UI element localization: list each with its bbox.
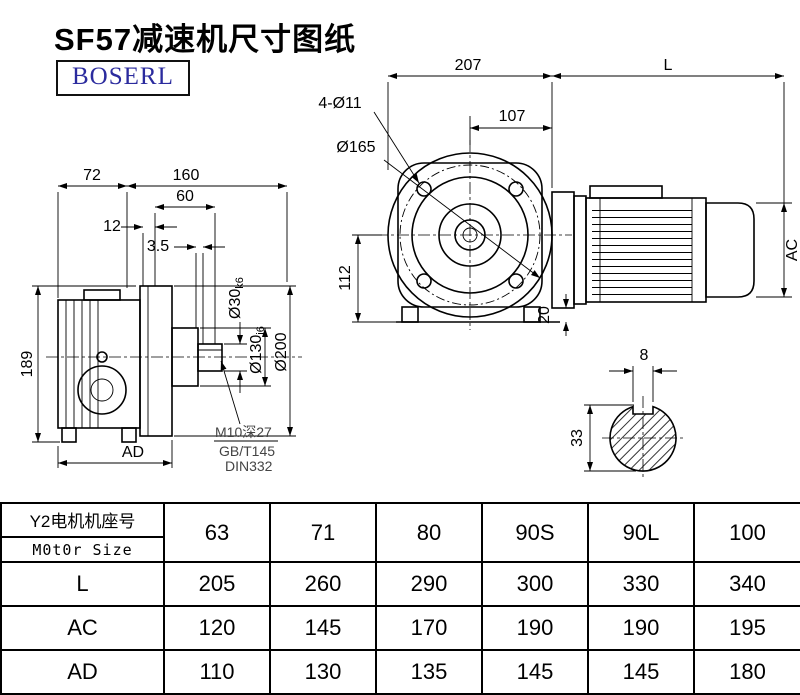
- table-cell: 145: [269, 605, 377, 651]
- dim-160: 160: [173, 167, 200, 184]
- table-cell: 190: [587, 605, 695, 651]
- standard-note-din: DIN332: [225, 458, 273, 474]
- dim-flange-diameter: Ø200: [273, 332, 290, 371]
- dimension-drawing: 72 160 60 12 3.5 189: [19, 57, 800, 480]
- left-side-view: 72 160 60 12 3.5 189: [19, 167, 302, 474]
- dim-33: 33: [569, 429, 586, 447]
- table-cell: 120: [163, 605, 271, 651]
- header-english: M0t0r Size: [32, 541, 133, 559]
- row-label: L: [0, 561, 165, 607]
- dim-shaft-diameter: Ø30k6: [227, 277, 246, 319]
- table-cell: 300: [481, 561, 589, 607]
- tap-note: M10深27: [215, 424, 272, 440]
- header-chinese: Y2电机机座号: [2, 504, 163, 538]
- table-cell-size: 90L: [587, 502, 695, 563]
- front-view: 207 L 107 4-Ø11 Ø165 112 AC: [318, 57, 800, 336]
- dim-3-5: 3.5: [147, 238, 169, 255]
- table-cell: 130: [269, 649, 377, 695]
- dim-hub-diameter: Ø130j6: [248, 326, 267, 374]
- page-title: SF57减速机尺寸图纸: [54, 22, 357, 57]
- dim-112: 112: [337, 265, 354, 291]
- table-row-ad: AD 110 130 135 145 145 180: [0, 649, 800, 695]
- table-cell: 190: [481, 605, 589, 651]
- brand-logo-text: BOSERL: [72, 63, 174, 90]
- table-cell: 260: [269, 561, 377, 607]
- dim-12: 12: [103, 218, 121, 235]
- holes-note: 4-Ø11: [318, 95, 361, 112]
- table-cell: 170: [375, 605, 483, 651]
- dim-207: 207: [455, 57, 482, 74]
- table-cell-size: 100: [693, 502, 800, 563]
- motor-size-header-cell: Y2电机机座号 M0t0r Size: [0, 502, 165, 563]
- table-cell: 145: [481, 649, 589, 695]
- table-cell: 205: [163, 561, 271, 607]
- table-cell: 340: [693, 561, 800, 607]
- table-cell: 180: [693, 649, 800, 695]
- dim-l: L: [664, 57, 673, 74]
- dia-hub-tolerance: j6: [255, 326, 267, 336]
- dim-ac: AC: [784, 239, 800, 261]
- dim-8: 8: [640, 347, 649, 364]
- dia-shaft-tolerance: k6: [234, 277, 246, 289]
- dim-165-diameter: Ø165: [336, 139, 375, 156]
- table-cell-size: 80: [375, 502, 483, 563]
- shaft-cross-section: 8 33: [569, 347, 684, 480]
- table-cell: 290: [375, 561, 483, 607]
- dim-189: 189: [19, 351, 36, 378]
- dim-72: 72: [83, 167, 101, 184]
- dia-hub-value: Ø130: [248, 335, 265, 374]
- table-cell: 145: [587, 649, 695, 695]
- dia-shaft-value: Ø30: [227, 289, 244, 319]
- table-cell-size: 90S: [481, 502, 589, 563]
- table-cell: 195: [693, 605, 800, 651]
- row-label: AC: [0, 605, 165, 651]
- dim-107: 107: [499, 108, 526, 125]
- motor-size-table: Y2电机机座号 M0t0r Size 63 71 80 90S 90L 100 …: [0, 502, 800, 695]
- dim-20: 20: [536, 306, 553, 324]
- table-row-ac: AC 120 145 170 190 190 195: [0, 605, 800, 651]
- dim-ad: AD: [122, 444, 144, 461]
- brand-logo-box: BOSERL: [56, 60, 190, 96]
- table-cell: 110: [163, 649, 271, 695]
- table-cell-size: 63: [163, 502, 271, 563]
- table-cell: 135: [375, 649, 483, 695]
- table-row-l: L 205 260 290 300 330 340: [0, 561, 800, 607]
- row-label: AD: [0, 649, 165, 695]
- table-cell-size: 71: [269, 502, 377, 563]
- table-header-row: Y2电机机座号 M0t0r Size 63 71 80 90S 90L 100: [0, 502, 800, 563]
- table-cell: 330: [587, 561, 695, 607]
- dim-60: 60: [176, 188, 194, 205]
- standard-note-gb: GB/T145: [219, 443, 275, 459]
